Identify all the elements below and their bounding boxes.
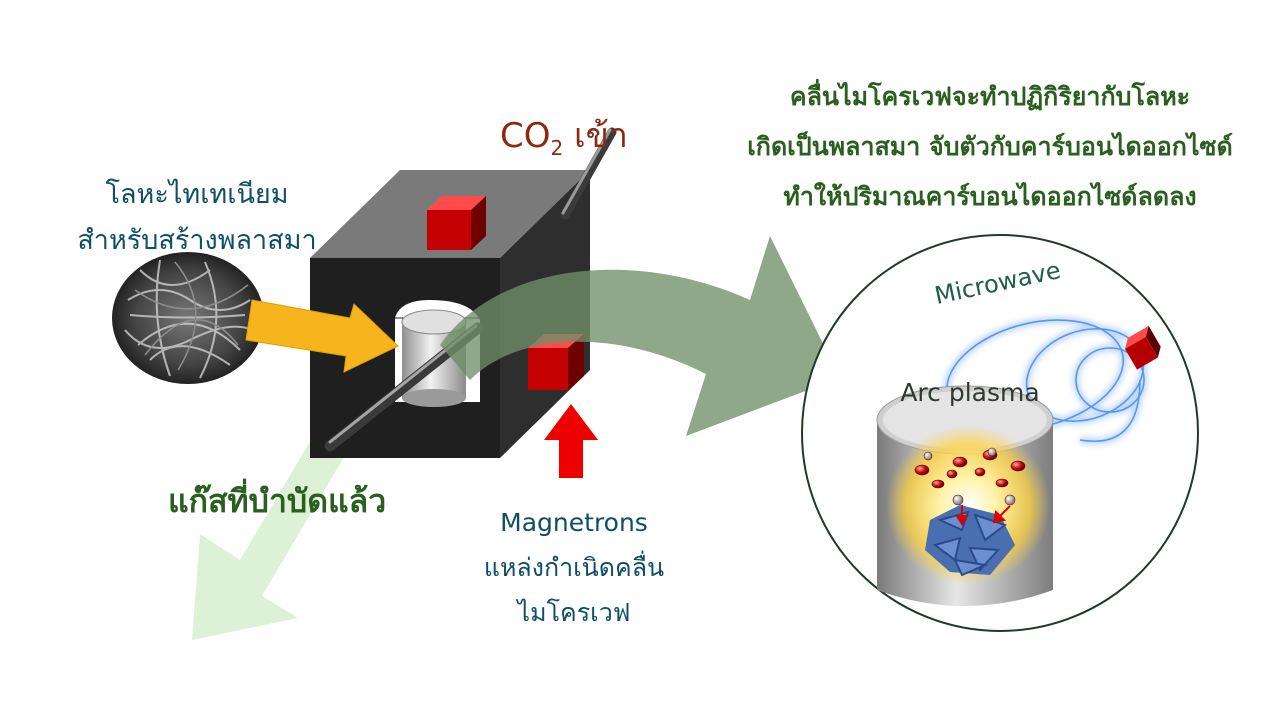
titanium-feed-arrow: [245, 299, 399, 373]
magnetron-top: [427, 196, 486, 250]
titanium-label: โลหะไทเทเนียม สำหรับสร้างพลาสมา: [62, 172, 332, 264]
description-text: คลื่นไมโครเวฟจะทำปฏิกิริยากับโลหะ เกิดเป…: [690, 72, 1280, 222]
magnetrons-label-line1: Magnetrons: [500, 508, 648, 537]
process-arrow: [440, 236, 840, 436]
zoom-inset: [801, 234, 1199, 632]
co2-molecules: [914, 447, 1026, 506]
co2-subscript: 2: [550, 135, 564, 160]
magnetrons-label: Magnetrons แหล่งกำเนิดคลื่น ไมโครเวฟ: [454, 500, 694, 635]
description-line2: เกิดเป็นพลาสมา จับตัวกับคาร์บอนไดออกไซด์: [747, 132, 1233, 161]
magnetron-arrow: [544, 404, 598, 478]
titanium-tangle: [925, 505, 1015, 577]
titanium-label-line1: โลหะไทเทเนียม: [105, 179, 289, 210]
co2-suffix: เข้า: [563, 116, 629, 156]
magnetrons-label-line3: ไมโครเวฟ: [517, 598, 631, 627]
titanium-shavings-image: [112, 252, 264, 384]
treated-gas-label: แก๊สที่บำบัดแล้ว: [168, 482, 387, 520]
co2-prefix: CO: [500, 116, 551, 156]
co2-inlet-label: CO2 เข้า: [500, 108, 628, 162]
magnetrons-label-line2: แหล่งกำเนิดคลื่น: [483, 553, 665, 582]
titanium-label-line2: สำหรับสร้างพลาสมา: [77, 225, 317, 256]
magnetron-inset: [1125, 325, 1161, 370]
plasma-chamber: [876, 385, 1054, 606]
reaction-arrows: [955, 505, 1011, 526]
description-line3: ทำให้ปริมาณคาร์บอนไดออกไซด์ลดลง: [783, 182, 1197, 211]
arc-plasma-label: Arc plasma: [900, 378, 1040, 407]
description-line1: คลื่นไมโครเวฟจะทำปฏิกิริยากับโลหะ: [789, 82, 1191, 111]
treated-gas-arrow: [192, 394, 398, 640]
